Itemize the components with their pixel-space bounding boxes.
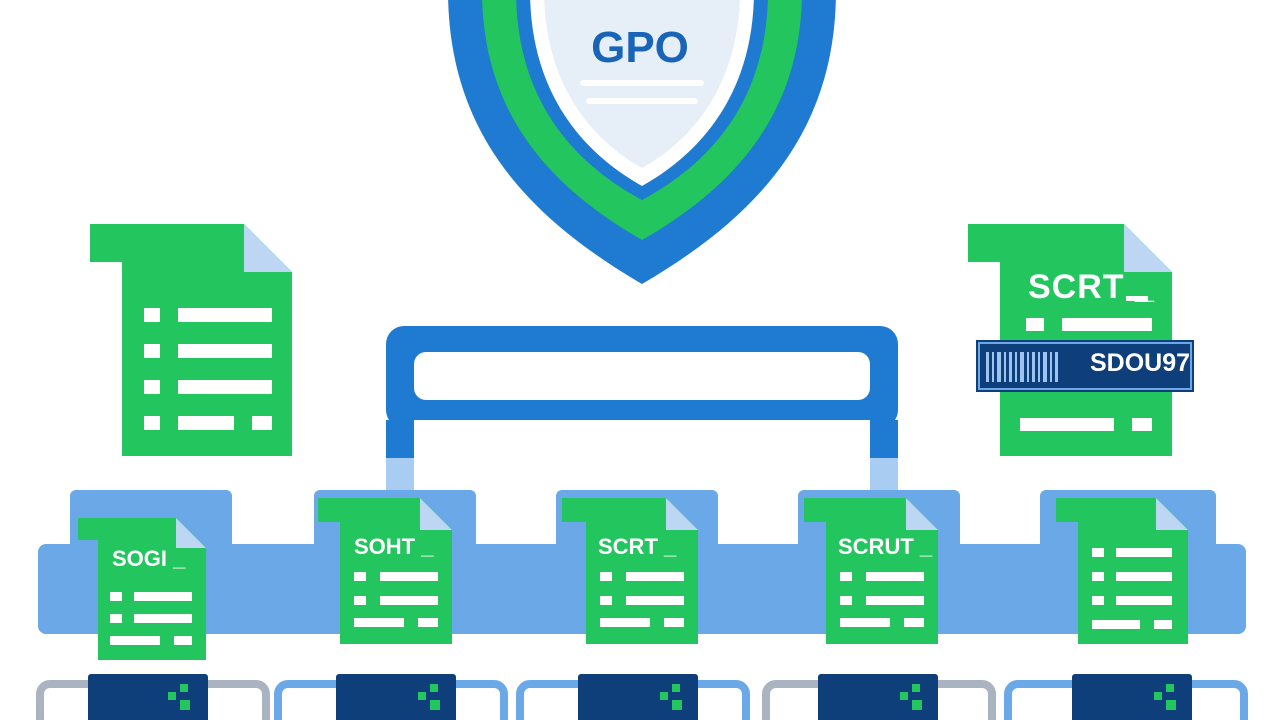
computer-icon — [1004, 674, 1248, 720]
folder-document-title: SCRUT _ — [838, 534, 933, 559]
computer-icon — [516, 674, 750, 720]
folder-document-icon — [318, 498, 452, 644]
top-left-document-icon — [90, 224, 292, 456]
connector-lines — [386, 326, 898, 492]
computer-icon — [36, 674, 270, 720]
serial-badge — [976, 340, 1194, 392]
computer-icon — [274, 674, 508, 720]
shield-label: GPO — [591, 23, 689, 72]
folder-document-icon — [562, 498, 698, 644]
folder-document-title: SOHT _ — [354, 534, 434, 559]
computer-icon — [762, 674, 996, 720]
shield-icon — [448, 0, 836, 284]
folder-document-title: SCRT _ — [598, 534, 677, 559]
top-right-document-title: SCRT _ — [1028, 268, 1155, 306]
folder-document-title: SOGI _ — [112, 546, 186, 571]
folder-document-icon — [78, 518, 206, 660]
folder-document-icon — [804, 498, 938, 644]
folder-document-icon — [1056, 498, 1188, 644]
serial-badge-text: SDOU97 — [1090, 349, 1191, 377]
